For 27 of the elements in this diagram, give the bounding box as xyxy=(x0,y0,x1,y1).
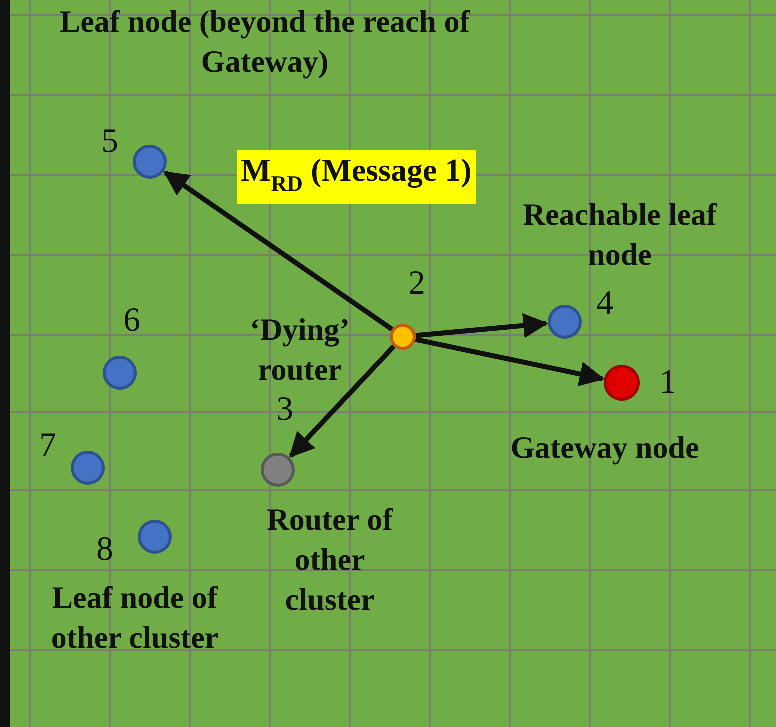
arrow xyxy=(415,337,605,386)
leaf-node-dot xyxy=(548,305,582,339)
node-number: 3 xyxy=(276,392,294,428)
node-caption: Gateway node xyxy=(510,429,700,467)
node-number: 5 xyxy=(100,124,120,160)
arrow xyxy=(289,344,396,458)
node-caption: ‘Dying’ router xyxy=(249,311,351,389)
gateway-dot xyxy=(604,365,640,401)
leaf-node-dot xyxy=(138,520,172,554)
node-caption: Router of other cluster xyxy=(266,501,394,619)
node-caption: Reachable leaf node xyxy=(522,196,718,274)
leaf-node-dot xyxy=(103,356,137,390)
arrow xyxy=(164,170,394,332)
router-dot xyxy=(261,453,295,487)
node-number: 7 xyxy=(38,428,58,464)
arrow xyxy=(416,313,549,338)
node-number: 6 xyxy=(122,303,142,339)
node-number: 4 xyxy=(596,286,614,322)
router-dot xyxy=(390,324,416,350)
node-number: 2 xyxy=(408,266,426,302)
node-caption: Leaf node (beyond the reach of Gateway) xyxy=(58,3,472,81)
node-number: 8 xyxy=(96,532,114,568)
node-number: 1 xyxy=(658,365,678,401)
node-caption: Leaf node of other cluster xyxy=(50,579,220,657)
leaf-node-dot xyxy=(133,145,167,179)
leaf-node-dot xyxy=(71,451,105,485)
message-label: M$_{RD}$ (Message 1) xyxy=(237,150,476,204)
